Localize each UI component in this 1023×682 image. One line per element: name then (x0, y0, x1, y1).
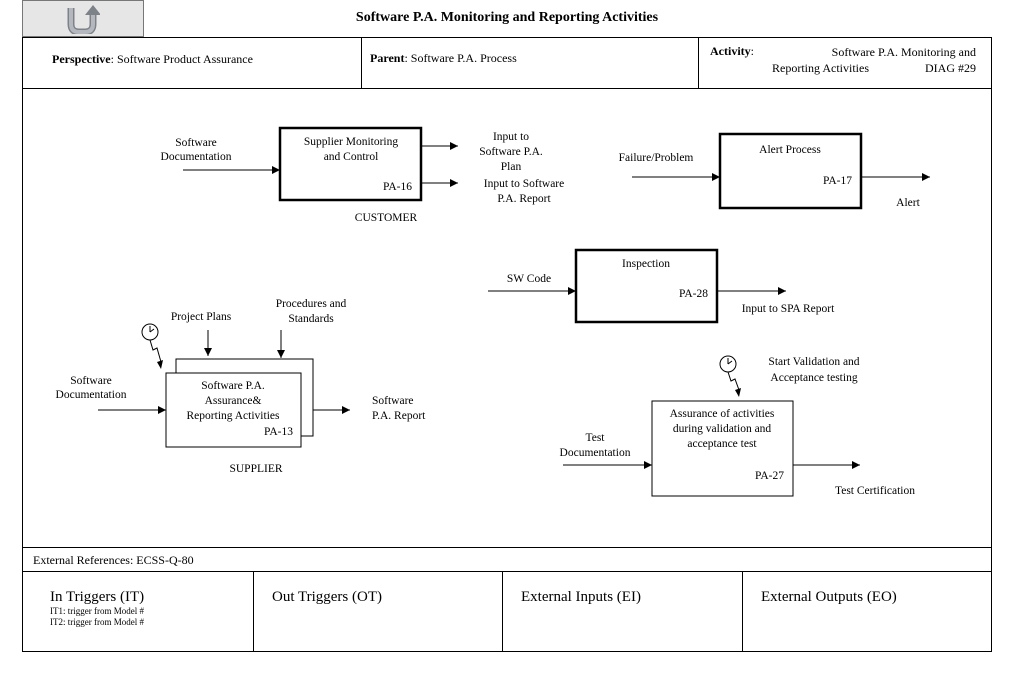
validation-input-2: Documentation (560, 447, 631, 459)
in-triggers-title: In Triggers (IT) (50, 589, 145, 605)
assurance-owner: SUPPLIER (229, 463, 282, 475)
validation-title-3: acceptance test (687, 438, 757, 450)
inspection-title: Inspection (622, 258, 670, 270)
assurance-title-3: Reporting Activities (187, 410, 280, 422)
external-references: External References: ECSS-Q-80 (33, 553, 194, 567)
validation-title-2: during validation and (673, 423, 772, 435)
supplier-monitoring-title-1: Supplier Monitoring (304, 136, 398, 148)
diag-id: DIAG #29 (925, 61, 976, 75)
in-trigger-item: IT2: trigger from Model # (50, 617, 144, 627)
alert-title: Alert Process (759, 144, 821, 156)
validation-box (651, 400, 794, 497)
perspective-value: : Software Product Assurance (110, 52, 253, 66)
diagram-frame (22, 37, 992, 652)
external-outputs-title: External Outputs (EO) (761, 589, 897, 605)
back-button[interactable] (22, 0, 144, 37)
assurance-output-1: Software (372, 395, 414, 407)
references-divider-top (22, 547, 992, 548)
supplier-monitoring-output-2: Software P.A. (479, 146, 543, 158)
assurance-box-front (165, 372, 302, 448)
parent-cell: Parent: Software P.A. Process (370, 51, 517, 66)
assurance-title-1: Software P.A. (201, 380, 265, 392)
activity-line-1: Software P.A. Monitoring and (831, 45, 976, 59)
alert-block: Alert Process PA-17 Failure/Problem Aler… (619, 132, 930, 210)
supplier-monitoring-output-4: Input to Software (484, 178, 564, 190)
inspection-id: PA-28 (679, 288, 708, 300)
validation-id: PA-27 (755, 470, 784, 482)
validation-title-1: Assurance of activities (670, 408, 775, 420)
page-title: Software P.A. Monitoring and Reporting A… (355, 10, 659, 25)
in-trigger-item: IT1: trigger from Model # (50, 606, 144, 616)
validation-trigger-1: Start Validation and (768, 356, 859, 368)
activity-label-cell: Activity: (710, 44, 754, 59)
assurance-id: PA-13 (264, 426, 293, 438)
in-triggers-section: In Triggers (IT) IT1: trigger from Model… (50, 589, 144, 628)
supplier-monitoring-output-3: Plan (501, 161, 522, 173)
supplier-monitoring-title-2: and Control (324, 151, 379, 163)
clock-trigger-icon (719, 355, 741, 397)
activity-line-2: Reporting Activities (772, 61, 869, 75)
supplier-monitoring-block: Supplier Monitoring and Control PA-16 So… (161, 126, 564, 224)
validation-trigger-2: Acceptance testing (770, 372, 857, 384)
inspection-output-label: Input to SPA Report (742, 303, 835, 315)
supplier-monitoring-id: PA-16 (383, 181, 412, 193)
header-col-divider-2 (698, 37, 699, 89)
header-col-divider-1 (361, 37, 362, 89)
external-inputs-title: External Inputs (EI) (521, 589, 641, 605)
footer-col-divider-3 (742, 571, 743, 652)
parent-value: : Software P.A. Process (404, 51, 517, 65)
assurance-control-2: Procedures and (276, 298, 347, 310)
parent-label: Parent (370, 51, 405, 65)
perspective-label: Perspective (52, 52, 111, 66)
assurance-input-2: Documentation (56, 389, 127, 401)
assurance-control-1: Project Plans (171, 311, 232, 323)
footer-col-divider-2 (502, 571, 503, 652)
u-turn-back-icon (67, 4, 100, 34)
activity-label: Activity (710, 44, 751, 58)
clock-trigger-icon (141, 323, 163, 369)
out-triggers-title: Out Triggers (OT) (272, 589, 383, 605)
alert-box (718, 132, 863, 210)
validation-block: Assurance of activities during validatio… (560, 355, 915, 497)
perspective-cell: Perspective: Software Product Assurance (52, 52, 253, 67)
assurance-title-2: Assurance& (205, 395, 262, 407)
supplier-monitoring-box (278, 126, 423, 202)
alert-input-label: Failure/Problem (619, 152, 694, 164)
supplier-monitoring-input-2: Documentation (161, 151, 232, 163)
footer-col-divider-1 (253, 571, 254, 652)
inspection-input-label: SW Code (507, 273, 551, 285)
validation-input-1: Test (586, 432, 606, 444)
alert-output-label: Alert (896, 197, 920, 209)
assurance-output-2: P.A. Report (372, 410, 426, 422)
validation-output-label: Test Certification (835, 485, 915, 497)
alert-id: PA-17 (823, 175, 852, 187)
references-divider-bottom (22, 571, 992, 572)
supplier-monitoring-input-1: Software (175, 137, 217, 149)
inspection-box (574, 248, 719, 324)
supplier-monitoring-owner: CUSTOMER (355, 212, 418, 224)
inspection-block: Inspection PA-28 SW Code Input to SPA Re… (488, 248, 835, 324)
header-divider (22, 88, 992, 89)
supplier-monitoring-output-1: Input to (493, 131, 529, 143)
supplier-monitoring-output-5: P.A. Report (497, 193, 551, 205)
assurance-control-3: Standards (288, 313, 334, 325)
assurance-block: Software P.A. Assurance& Reporting Activ… (56, 298, 427, 475)
assurance-input-1: Software (70, 375, 112, 387)
activity-sep: : (750, 44, 754, 58)
